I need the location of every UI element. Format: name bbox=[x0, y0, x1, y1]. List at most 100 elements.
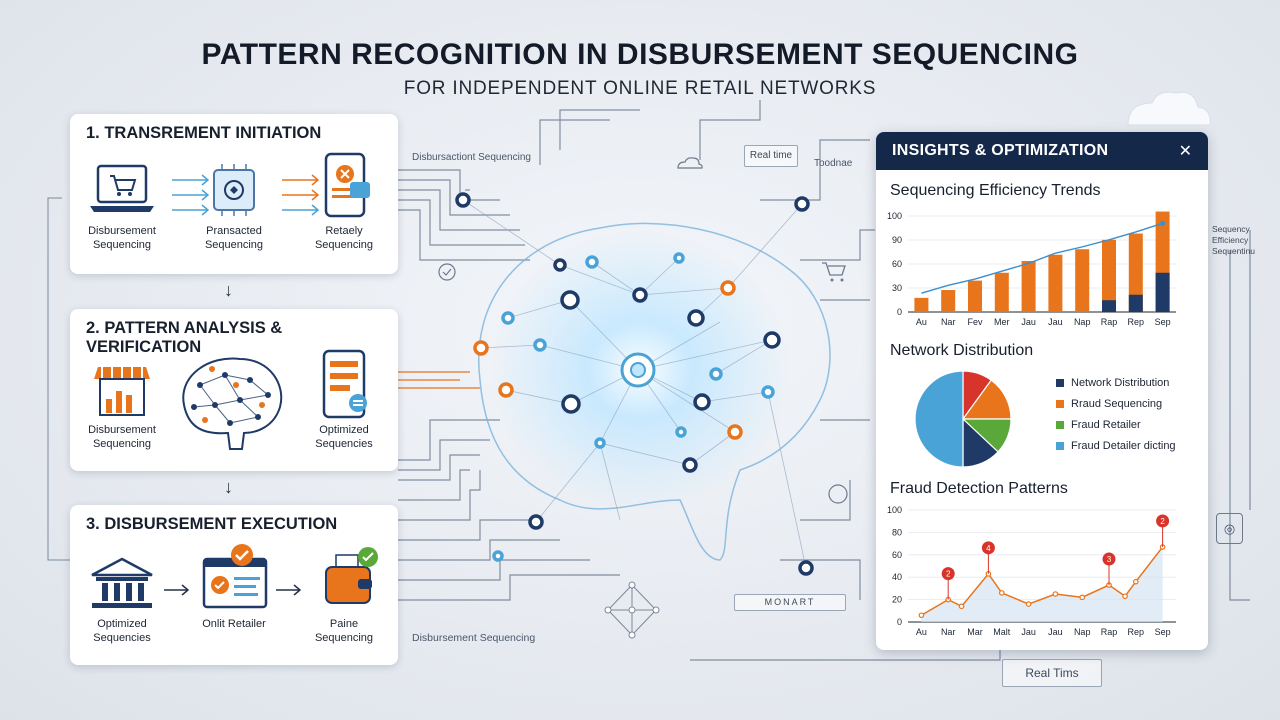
step-title: 3. DISBURSEMENT EXECUTION bbox=[86, 515, 338, 533]
realtime-tag: Real Tims bbox=[1002, 659, 1102, 687]
step-title: 1. TRANSREMENT INITIATION bbox=[86, 124, 322, 142]
realtime-tag: Real time bbox=[744, 145, 798, 167]
side-label-line: Efficiency bbox=[1212, 235, 1249, 245]
alert-marker bbox=[981, 541, 995, 555]
y-tick-label: 0 bbox=[897, 307, 902, 317]
x-tick-label: Sep bbox=[1155, 317, 1171, 327]
node-label-line: Onlit Retailer bbox=[202, 618, 266, 630]
bank-icon bbox=[91, 557, 153, 608]
node-label-line: Sequencing bbox=[92, 438, 152, 450]
network-pie-chart bbox=[914, 370, 1012, 468]
x-tick-label: Rap bbox=[1101, 627, 1118, 637]
legend-swatch bbox=[1056, 441, 1064, 450]
info-icon[interactable]: ◎ bbox=[1216, 513, 1243, 544]
y-tick-label: 90 bbox=[892, 235, 902, 245]
x-tick-label: Fev bbox=[967, 317, 983, 327]
status-tag: MONART bbox=[734, 594, 846, 611]
x-tick-label: Rep bbox=[1128, 627, 1145, 637]
x-tick-label: Jau bbox=[1048, 317, 1063, 327]
node-label-line: Sequencing bbox=[314, 632, 374, 644]
bar bbox=[1075, 249, 1090, 312]
mobile-payment-icon bbox=[324, 152, 370, 218]
side-label-line: Sequency bbox=[1212, 224, 1250, 234]
browser-check-icon bbox=[202, 544, 268, 609]
bar bbox=[994, 272, 1009, 312]
node-label-line: Sequencing bbox=[314, 239, 374, 251]
y-tick-label: 80 bbox=[892, 527, 902, 537]
processor-chip-icon bbox=[213, 164, 255, 216]
y-tick-label: 60 bbox=[892, 550, 902, 560]
bar bbox=[1155, 272, 1170, 312]
y-tick-label: 40 bbox=[892, 572, 902, 582]
wallet-check-icon bbox=[325, 547, 378, 604]
trend-point bbox=[1160, 220, 1166, 226]
legend-label: Rraud Sequencing bbox=[1071, 397, 1163, 410]
legend-item: Rraud Sequencing bbox=[1056, 393, 1176, 414]
x-tick-label: Nar bbox=[941, 317, 956, 327]
x-tick-label: Jau bbox=[1021, 317, 1036, 327]
side-efficiency-label: Sequency Efficiency Sequentinu bbox=[1212, 224, 1255, 257]
x-tick-label: Nap bbox=[1074, 627, 1091, 637]
section-title: Fraud Detection Patterns bbox=[890, 480, 1068, 497]
alert-marker bbox=[941, 567, 955, 581]
line-point bbox=[1025, 601, 1032, 607]
legend-label: Fraud Detailer dicting bbox=[1071, 439, 1176, 452]
legend-item: Network Distribution bbox=[1056, 372, 1176, 393]
x-tick-label: Mar bbox=[967, 627, 983, 637]
pie-legend: Network Distribution Rraud Sequencing Fr… bbox=[1056, 372, 1176, 456]
y-tick-label: 30 bbox=[892, 283, 902, 293]
line-point bbox=[1132, 578, 1139, 585]
line-point bbox=[958, 603, 965, 610]
node-label-line: Sequencies bbox=[315, 438, 373, 450]
x-tick-label: Mer bbox=[994, 317, 1010, 327]
flow-arrow-icon bbox=[282, 174, 320, 216]
side-label-line: Sequentinu bbox=[1212, 246, 1256, 256]
y-tick-label: 60 bbox=[892, 259, 902, 269]
down-arrow-icon: ↓ bbox=[224, 280, 233, 300]
storefront-chart-icon bbox=[94, 367, 150, 416]
node-label-line: Optimized bbox=[97, 618, 147, 630]
close-icon[interactable]: ✕ bbox=[1178, 143, 1192, 160]
marker-label: 4 bbox=[986, 544, 991, 553]
panel-header: INSIGHTS & OPTIMIZATION ✕ bbox=[876, 132, 1208, 170]
section-title: Network Distribution bbox=[890, 342, 1034, 359]
panel-title: INSIGHTS & OPTIMIZATION bbox=[892, 142, 1109, 159]
page-subtitle: FOR INDEPENDENT ONLINE RETAIL NETWORKS bbox=[403, 78, 877, 99]
bar bbox=[1021, 261, 1036, 312]
page-title: PATTERN RECOGNITION IN DISBURSEMENT SEQU… bbox=[201, 38, 1079, 71]
legend-swatch bbox=[1056, 378, 1064, 387]
legend-item: Fraud Detailer dicting bbox=[1056, 435, 1176, 456]
node-label-line: Paine bbox=[329, 618, 359, 630]
down-arrow-icon: ↓ bbox=[224, 477, 233, 497]
y-tick-label: 0 bbox=[897, 617, 902, 627]
neural-brain-icon bbox=[182, 357, 283, 450]
trend-line bbox=[921, 222, 1163, 294]
mobile-list-icon bbox=[322, 349, 367, 419]
pie-slice bbox=[914, 370, 964, 468]
marker-label: 2 bbox=[1160, 517, 1165, 526]
marker-label: 3 bbox=[1107, 555, 1112, 564]
laptop-cart-icon bbox=[90, 164, 154, 212]
node-label-line: Retaely bbox=[325, 225, 363, 237]
line-point bbox=[1122, 593, 1128, 600]
bar bbox=[1102, 300, 1116, 312]
y-tick-label: 100 bbox=[887, 211, 902, 221]
x-tick-label: Jau bbox=[1048, 627, 1063, 637]
node-label-line: Sequencies bbox=[93, 632, 151, 644]
legend-swatch bbox=[1056, 420, 1064, 429]
x-tick-label: Rap bbox=[1101, 317, 1118, 327]
step-node: Onlit Retailer bbox=[186, 541, 282, 631]
arrow-right-icon bbox=[164, 584, 190, 596]
bar bbox=[1128, 233, 1143, 312]
line-point bbox=[918, 612, 925, 619]
marker-label: 2 bbox=[946, 570, 951, 579]
x-tick-label: Rep bbox=[1128, 317, 1145, 327]
bar bbox=[914, 297, 929, 312]
